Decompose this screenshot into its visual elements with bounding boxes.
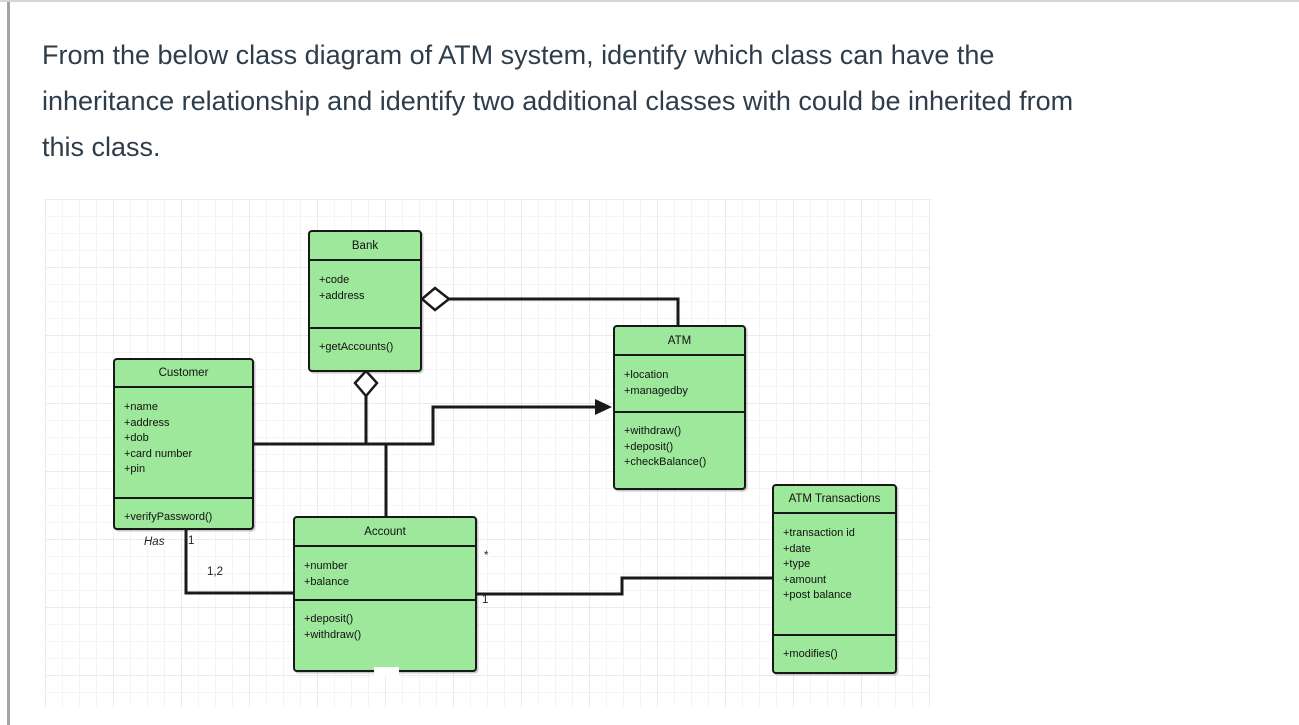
- class-attribute: +transaction id: [783, 527, 855, 539]
- multiplicity-transactions-line: 1: [482, 594, 489, 606]
- class-methods-atm: +withdraw() +deposit() +checkBalance(): [615, 413, 744, 488]
- class-title-atm: ATM: [615, 327, 744, 356]
- class-attribute: +location: [624, 369, 669, 381]
- class-attribute: +card number: [124, 447, 193, 460]
- class-diagram-canvas: [45, 199, 931, 707]
- class-title-bank: Bank: [310, 232, 420, 261]
- class-attributes-atm-transactions: +transaction id +date +type +amount +post ba…: [774, 514, 895, 636]
- role-label-has: Has: [144, 536, 165, 548]
- question-line-2: inheritance relationship and identify tw…: [42, 86, 1074, 116]
- class-box-bank: Bank +code +address +getAccounts(): [308, 230, 422, 372]
- class-box-atm-transactions: ATM Transactions +transaction id +date +typ…: [772, 484, 897, 674]
- class-attribute: +balance: [304, 575, 349, 588]
- class-attribute: +pin: [124, 463, 146, 475]
- class-attribute: +code: [319, 274, 350, 286]
- class-attribute: +dob: [124, 432, 149, 444]
- class-attributes-bank: +code +address: [310, 261, 420, 329]
- class-method: +withdraw(): [624, 425, 682, 437]
- class-attribute: +managedby: [624, 384, 688, 397]
- class-title-customer: Customer: [115, 360, 252, 388]
- class-method: +deposit(): [304, 613, 354, 625]
- class-attribute: +address: [319, 289, 365, 302]
- class-attribute: +name: [124, 401, 158, 413]
- class-method: +deposit(): [624, 440, 674, 453]
- class-attributes-customer: +name +address +dob +card number +pin: [115, 388, 252, 499]
- class-attribute: +address: [124, 416, 170, 429]
- question-text: From the below class diagram of ATM syst…: [42, 32, 1292, 170]
- class-attribute: +type: [783, 558, 811, 570]
- class-box-atm: ATM +location +managedby +withdraw() +deposi…: [613, 325, 746, 490]
- class-method: +modifies(): [783, 648, 838, 660]
- class-methods-account: +deposit() +withdraw(): [295, 601, 475, 670]
- class-title-account: Account: [295, 518, 475, 547]
- class-attribute: +amount: [783, 573, 827, 586]
- account-border-gap-artifact: [374, 667, 399, 676]
- question-line-1: From the below class diagram of ATM syst…: [42, 40, 995, 70]
- class-attribute: +post balance: [783, 589, 852, 601]
- class-method: +getAccounts(): [319, 341, 394, 353]
- class-box-customer: Customer +name +address +dob +card number +pi…: [113, 358, 254, 530]
- class-methods-customer: +verifyPassword(): [115, 499, 252, 528]
- class-title-atm-transactions: ATM Transactions: [774, 486, 895, 514]
- class-attributes-account: +number +balance: [295, 547, 475, 601]
- class-box-account: Account +number +balance +deposit() +withdra…: [293, 516, 477, 672]
- class-method: +verifyPassword(): [124, 511, 213, 523]
- question-line-3: this class.: [42, 132, 161, 162]
- class-method: +checkBalance(): [624, 456, 707, 468]
- class-attributes-atm: +location +managedby: [615, 356, 744, 413]
- class-methods-atm-transactions: +modifies(): [774, 636, 895, 672]
- class-method: +withdraw(): [304, 628, 362, 641]
- class-attribute: +date: [783, 542, 811, 555]
- multiplicity-star-account: *: [484, 550, 489, 562]
- multiplicity-customer-side: 1: [188, 535, 195, 547]
- class-methods-bank: +getAccounts(): [310, 329, 420, 370]
- multiplicity-account-side: 1,2: [207, 566, 223, 578]
- page-left-border: [7, 2, 10, 725]
- class-attribute: +number: [304, 560, 348, 572]
